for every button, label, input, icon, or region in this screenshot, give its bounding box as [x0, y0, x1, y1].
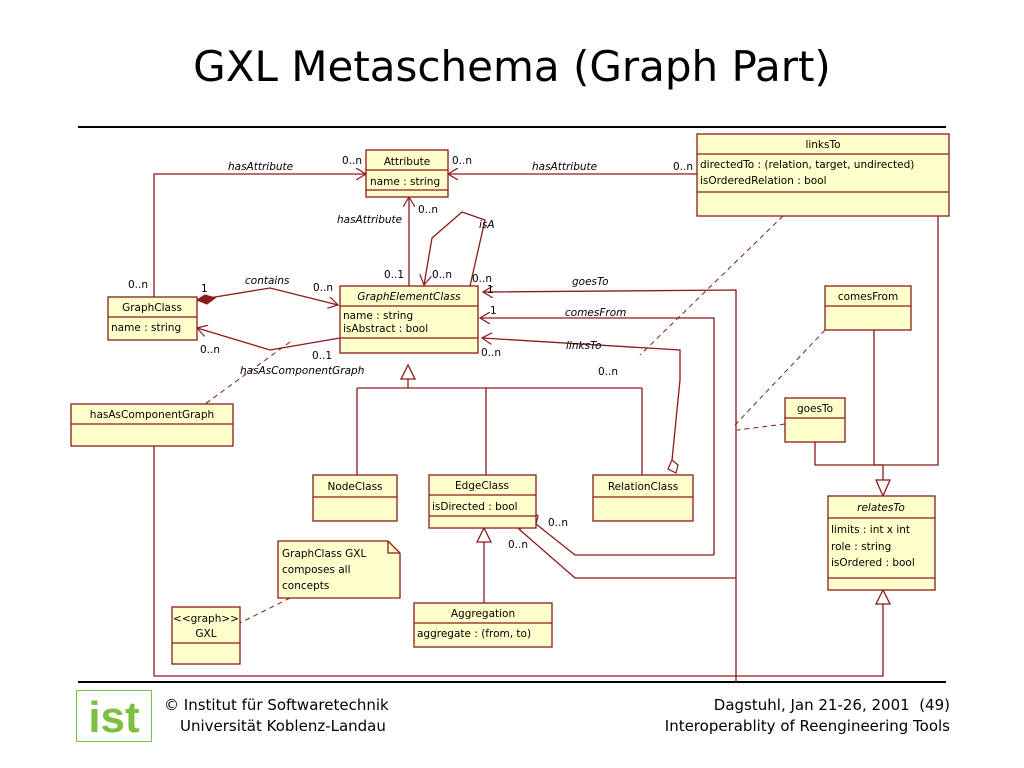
svg-text:0..n: 0..n — [418, 204, 438, 216]
footer-left: © Institut für Softwaretechnik — [164, 696, 389, 714]
label-hasattribute-right: hasAttribute — [532, 161, 597, 173]
diamond-rel-links — [667, 459, 679, 474]
svg-text:0..n: 0..n — [128, 279, 148, 291]
class-hasascomponentgraph — [70, 403, 234, 447]
assoc-contains — [196, 287, 338, 305]
diamond-contains — [195, 294, 217, 305]
label-isa: isA — [479, 219, 495, 231]
assoc-component-graph — [197, 328, 341, 351]
class-graphclass — [107, 296, 198, 341]
class-goesto — [784, 397, 846, 443]
nodeclass-name: NodeClass — [327, 481, 382, 493]
graphclass-name: GraphClass — [122, 302, 182, 314]
relatesto-attr-1: limits : int x int — [831, 524, 910, 536]
class-attribute — [365, 149, 449, 198]
linksto-attr-1: directedTo : (relation, target, undirect… — [700, 159, 914, 171]
class-relationclass — [592, 474, 694, 522]
class-linksto — [696, 133, 950, 217]
svg-text:0..1: 0..1 — [312, 350, 332, 362]
label-linksto: linksTo — [566, 340, 602, 352]
class-nodeclass — [312, 474, 398, 522]
note-line-2: composes all — [282, 564, 351, 576]
edgeclass-name: EdgeClass — [455, 480, 509, 492]
title-divider — [78, 126, 946, 128]
linksto-name: linksTo — [805, 139, 840, 151]
multiplicity-labels: 0..n 0..n 0..n 0..n 0..n 1 0..n 0..n 0..… — [128, 155, 693, 551]
assoc-graphclass-attribute — [153, 174, 366, 297]
gec-attr-1: name : string — [343, 310, 413, 322]
copyright-symbol: © — [164, 696, 179, 714]
svg-text:0..n: 0..n — [200, 344, 220, 356]
assoc-isa-loop — [424, 211, 486, 286]
page-title: GXL Metaschema (Graph Part) — [193, 42, 831, 91]
svg-text:0..n: 0..n — [508, 539, 528, 551]
gxl-name: GXL — [195, 628, 216, 640]
svg-text:0..n: 0..n — [452, 155, 472, 167]
svg-text:0..n: 0..n — [342, 155, 362, 167]
graphclass-attr: name : string — [111, 322, 181, 334]
note-box — [277, 540, 401, 599]
note-line-3: concepts — [282, 580, 329, 592]
svg-text:0..n: 0..n — [313, 282, 333, 294]
svg-text:0..n: 0..n — [481, 347, 501, 359]
label-hasascomponentgraph: hasAsComponentGraph — [240, 365, 364, 377]
note-line-1: GraphClass GXL — [282, 548, 366, 560]
gec-attr-2: isAbstract : bool — [343, 323, 428, 335]
aggregation-attr: aggregate : (from, to) — [417, 628, 531, 640]
svg-text:0..n: 0..n — [472, 273, 492, 285]
svg-text:0..n: 0..n — [673, 161, 693, 173]
class-aggregation — [413, 602, 553, 648]
comesfrom-name: comesFrom — [838, 291, 898, 303]
svg-text:1: 1 — [490, 305, 497, 317]
label-comesfrom: comesFrom — [565, 307, 626, 319]
assoc-linksto — [482, 338, 681, 461]
relatesto-name: relatesTo — [857, 502, 905, 514]
class-gxl — [171, 606, 241, 665]
svg-text:0..1: 0..1 — [384, 269, 404, 281]
label-contains: contains — [245, 275, 290, 287]
label-hasattribute-mid: hasAttribute — [337, 214, 402, 226]
edgeclass-attr: isDirected : bool — [432, 501, 518, 513]
gxl-stereotype: <<graph>> — [173, 613, 239, 625]
edge-goesto-line — [519, 529, 736, 579]
svg-text:1: 1 — [201, 283, 208, 295]
assoc-comesfrom — [480, 318, 715, 555]
class-labels: Attribute name : string linksTo directed… — [90, 139, 915, 640]
svg-text:1: 1 — [487, 284, 494, 296]
footer-divider — [78, 681, 946, 683]
relatesto-attr-3: isOrdered : bool — [831, 557, 915, 569]
svg-text:ist: ist — [88, 693, 140, 742]
association-labels: hasAttribute hasAttribute hasAttribute i… — [228, 161, 626, 377]
ist-logo: ist — [76, 690, 152, 742]
attribute-name: Attribute — [384, 156, 430, 168]
footer-event: Dagstuhl, Jan 21-26, 2001 (49) — [713, 696, 950, 714]
linksto-attr-2: isOrderedRelation : bool — [700, 175, 827, 187]
footer-subtitle: Interoperablity of Reengineering Tools — [664, 717, 950, 735]
attribute-attr: name : string — [370, 176, 440, 188]
goesto-name: goesTo — [797, 403, 833, 415]
relatesto-attr-2: role : string — [831, 541, 891, 553]
hacg-name: hasAsComponentGraph — [90, 409, 214, 421]
edge-comesfrom-line — [535, 523, 714, 556]
gec-name: GraphElementClass — [357, 291, 461, 303]
aggregation-name: Aggregation — [451, 608, 515, 620]
class-comesfrom — [824, 285, 912, 331]
class-relatesto — [827, 495, 936, 591]
relationclass-name: RelationClass — [608, 481, 678, 493]
label-hasattribute-left: hasAttribute — [228, 161, 293, 173]
class-graphelementclass — [339, 285, 479, 354]
svg-text:0..n: 0..n — [432, 269, 452, 281]
assoc-goesto — [483, 290, 737, 682]
footer-university: Universität Koblenz-Landau — [180, 717, 386, 735]
footer-institute: Institut für Softwaretechnik — [183, 696, 389, 714]
svg-text:0..n: 0..n — [548, 517, 568, 529]
svg-text:0..n: 0..n — [598, 366, 618, 378]
label-goesto: goesTo — [572, 276, 609, 288]
class-edgeclass — [428, 474, 537, 529]
